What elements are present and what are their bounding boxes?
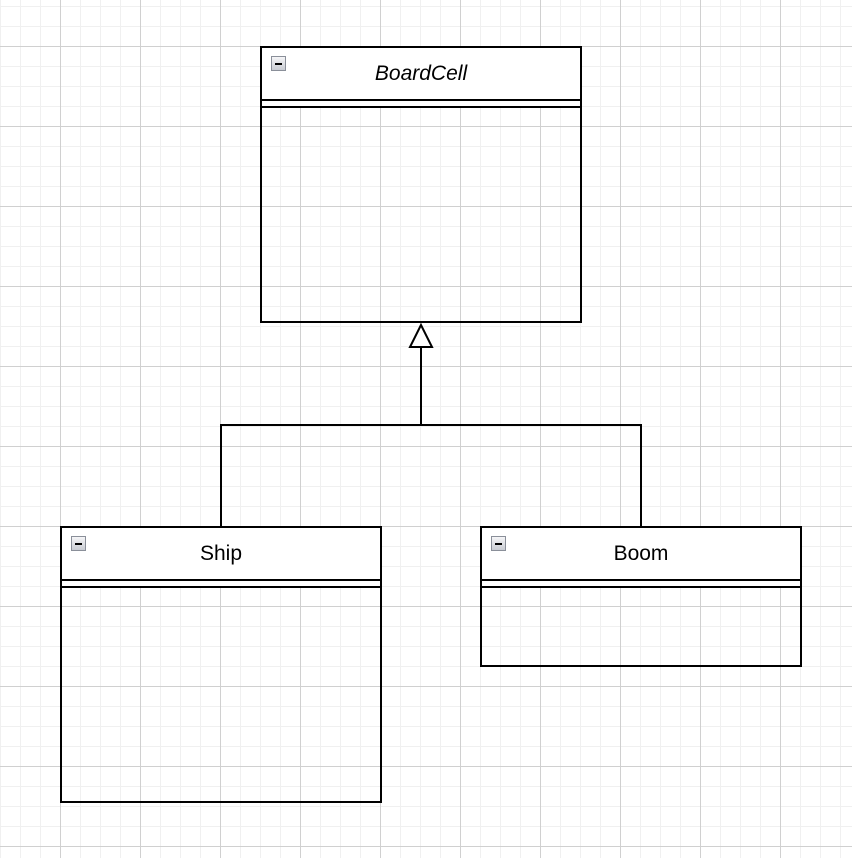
class-name: BoardCell bbox=[374, 61, 468, 85]
edge-ship-to-boardcell[interactable] bbox=[220, 347, 422, 527]
class-ship[interactable]: Ship bbox=[60, 526, 382, 803]
attributes-compartment bbox=[62, 581, 380, 588]
class-boom[interactable]: Boom bbox=[480, 526, 802, 667]
generalization-arrowhead-icon bbox=[408, 322, 434, 348]
collapse-icon[interactable] bbox=[491, 536, 506, 551]
collapse-icon[interactable] bbox=[271, 56, 286, 71]
edge-boom-to-boardcell[interactable] bbox=[421, 424, 642, 527]
class-name: Ship bbox=[199, 541, 243, 565]
class-ship-header: Ship bbox=[62, 528, 380, 581]
class-name: Boom bbox=[613, 541, 669, 565]
class-boardcell-header: BoardCell bbox=[262, 48, 580, 101]
collapse-icon[interactable] bbox=[71, 536, 86, 551]
attributes-compartment bbox=[262, 101, 580, 108]
attributes-compartment bbox=[482, 581, 800, 588]
class-boardcell[interactable]: BoardCell bbox=[260, 46, 582, 323]
class-boom-header: Boom bbox=[482, 528, 800, 581]
